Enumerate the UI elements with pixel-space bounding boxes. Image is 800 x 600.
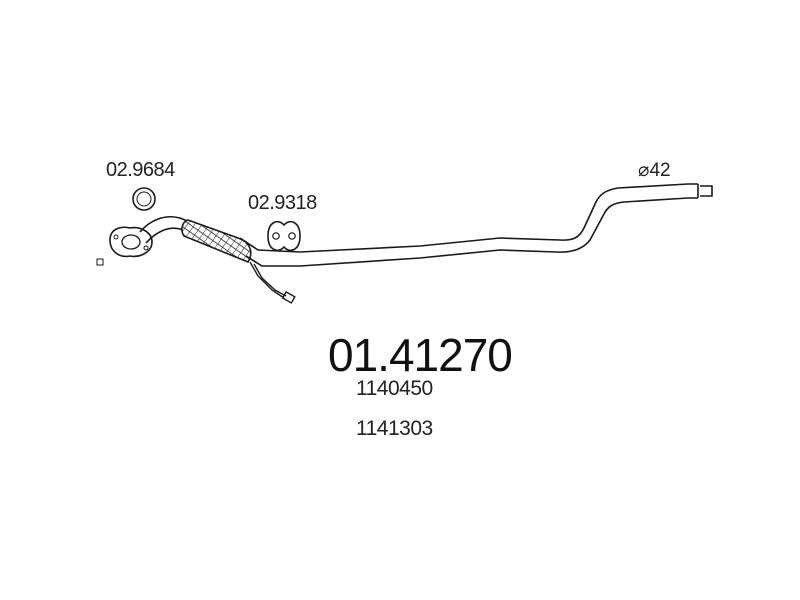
oem-number-1: 1140450	[356, 377, 433, 400]
part-number: 01.41270	[328, 329, 513, 381]
inlet-bend	[139, 216, 191, 244]
oem-number-2: 1141303	[356, 417, 433, 440]
flex-pipe	[181, 219, 252, 263]
gasket-code-label: 02.9684	[106, 159, 175, 181]
rubber-hanger	[267, 220, 301, 252]
gasket-ring	[132, 187, 156, 211]
main-pipe	[239, 183, 698, 267]
hanger-code-label: 02.9318	[248, 192, 317, 214]
inlet-flange	[109, 226, 153, 258]
outlet-end	[697, 184, 713, 198]
sensor-wire	[249, 261, 296, 304]
diameter-label: ⌀42	[638, 160, 671, 181]
marker-square	[96, 258, 104, 266]
